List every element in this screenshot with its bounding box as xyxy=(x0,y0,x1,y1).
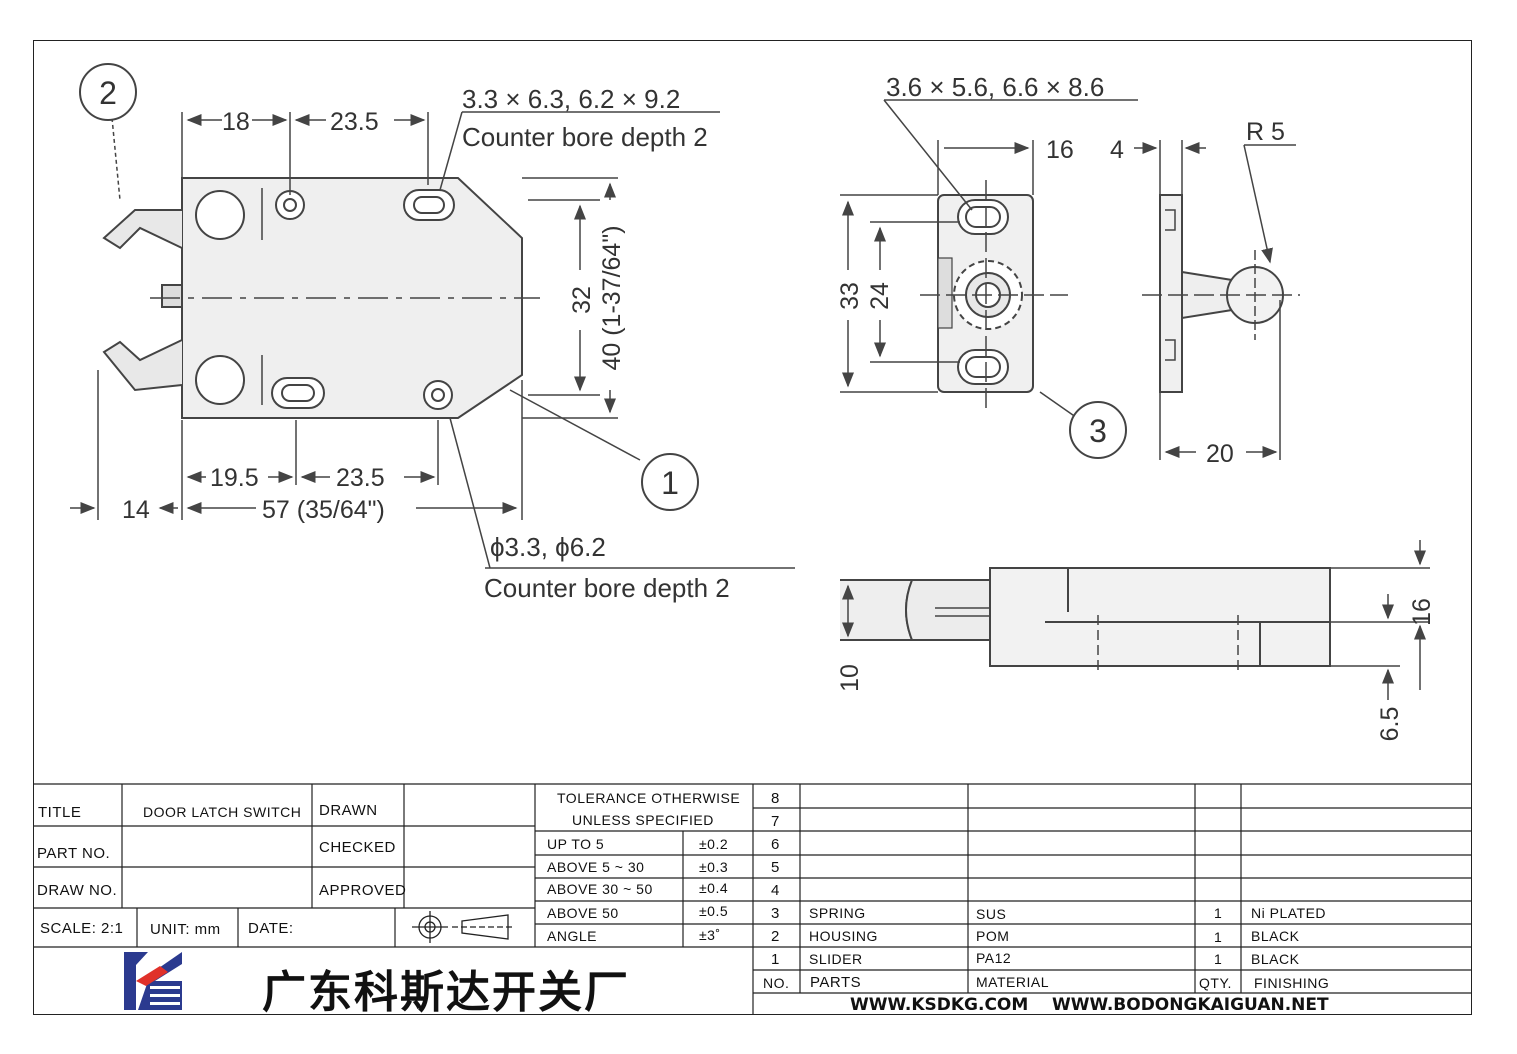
bom-no: 7 xyxy=(771,813,780,830)
dim-14: 14 xyxy=(122,496,150,524)
bom-part: SPRING xyxy=(809,905,866,921)
bom-no: 2 xyxy=(771,928,780,945)
tolerance-range: ABOVE 30 ~ 50 xyxy=(547,881,653,897)
dim-16-striker: 16 xyxy=(1046,136,1074,164)
tolerance-value: ±0.2 xyxy=(699,836,729,852)
bom-no: 6 xyxy=(771,836,780,853)
callout-1: 1 xyxy=(641,453,699,511)
tolerance-value: ±0.4 xyxy=(699,880,729,896)
bom-qty: 1 xyxy=(1214,951,1223,967)
title-label: TITLE xyxy=(38,804,82,821)
title-block-grid xyxy=(33,783,1472,1015)
striker-hole-spec: 3.6 × 5.6, 6.6 × 8.6 xyxy=(886,72,1104,102)
bom-finishing: BLACK xyxy=(1251,928,1300,944)
unit-label: UNIT: mm xyxy=(150,921,221,938)
bom-header-qty: QTY. xyxy=(1199,975,1232,991)
hole-spec-bottom: ϕ3.3, ϕ6.2 xyxy=(490,532,606,562)
bom-header-finishing: FINISHING xyxy=(1254,975,1330,991)
bom-material: PA12 xyxy=(976,950,1012,966)
dim-57: 57 (35/64") xyxy=(262,496,385,524)
latch-side-view xyxy=(840,567,1331,667)
draw-no-label: DRAW NO. xyxy=(37,882,118,899)
counter-bore-top: Counter bore depth 2 xyxy=(462,122,708,152)
tolerance-value: ±0.5 xyxy=(699,903,729,919)
dim-33: 33 xyxy=(836,282,864,310)
dim-4: 4 xyxy=(1110,136,1124,164)
dim-24: 24 xyxy=(866,282,894,310)
latch-top-view xyxy=(102,177,540,419)
dim-16-side: 16 xyxy=(1408,598,1436,626)
approved-label: APPROVED xyxy=(319,882,407,899)
dim-20: 20 xyxy=(1206,440,1234,468)
company-urls: WWW.KSDKG.COM WWW.BODONGKAIGUAN.NET xyxy=(850,995,1329,1015)
dim-r5: R 5 xyxy=(1246,118,1285,146)
bom-header-no: NO. xyxy=(763,975,790,991)
dim-23-5-bottom: 23.5 xyxy=(336,464,385,492)
part-no-label: PART NO. xyxy=(37,845,111,862)
dim-40: 40 (1-37/64") xyxy=(598,225,626,370)
tolerance-header-1: TOLERANCE OTHERWISE xyxy=(557,790,741,806)
projection-symbol-icon xyxy=(412,911,515,943)
bom-no: 4 xyxy=(771,882,780,899)
company-logo-icon xyxy=(122,950,184,1012)
tolerance-range: ANGLE xyxy=(547,928,597,944)
dim-19-5: 19.5 xyxy=(210,464,259,492)
drawn-label: DRAWN xyxy=(319,802,378,819)
bom-qty: 1 xyxy=(1214,929,1223,945)
svg-text:3: 3 xyxy=(1089,413,1107,449)
svg-text:1: 1 xyxy=(661,465,679,501)
dim-6-5: 6.5 xyxy=(1376,707,1404,742)
bom-no: 1 xyxy=(771,951,780,968)
company-name: 广东科斯达开关厂 xyxy=(262,967,630,1018)
dim-10: 10 xyxy=(836,664,864,692)
tolerance-value: ±0.3 xyxy=(699,859,729,875)
date-label: DATE: xyxy=(248,920,294,937)
tolerance-header-2: UNLESS SPECIFIED xyxy=(572,812,714,828)
bom-finishing: BLACK xyxy=(1251,951,1300,967)
bom-material: SUS xyxy=(976,906,1007,922)
hole-spec-top: 3.3 × 6.3, 6.2 × 9.2 xyxy=(462,84,680,114)
bom-header-material: MATERIAL xyxy=(976,974,1049,990)
dim-18: 18 xyxy=(222,108,250,136)
tolerance-range: ABOVE 5 ~ 30 xyxy=(547,859,645,875)
bom-header-parts: PARTS xyxy=(810,974,862,991)
bom-no: 3 xyxy=(771,905,780,922)
bom-no: 8 xyxy=(771,790,780,807)
tolerance-value: ±3˚ xyxy=(699,927,721,943)
callout-2: 2 xyxy=(79,63,137,121)
bom-no: 5 xyxy=(771,859,780,876)
striker-side-view xyxy=(1159,194,1284,393)
title-value: DOOR LATCH SWITCH xyxy=(143,804,302,820)
checked-label: CHECKED xyxy=(319,839,396,856)
tolerance-range: ABOVE 50 xyxy=(547,905,619,921)
bom-finishing: Ni PLATED xyxy=(1251,905,1327,921)
bom-material: POM xyxy=(976,928,1010,944)
dim-32: 32 xyxy=(568,286,596,314)
tolerance-range: UP TO 5 xyxy=(547,836,605,852)
callout-3: 3 xyxy=(1069,401,1127,459)
bom-part: SLIDER xyxy=(809,951,863,967)
svg-text:2: 2 xyxy=(99,75,117,111)
bom-part: HOUSING xyxy=(809,928,878,944)
bom-qty: 1 xyxy=(1214,905,1223,921)
scale-label: SCALE: 2:1 xyxy=(40,920,124,937)
dim-23-5-top: 23.5 xyxy=(330,108,379,136)
counter-bore-bottom: Counter bore depth 2 xyxy=(484,573,730,603)
